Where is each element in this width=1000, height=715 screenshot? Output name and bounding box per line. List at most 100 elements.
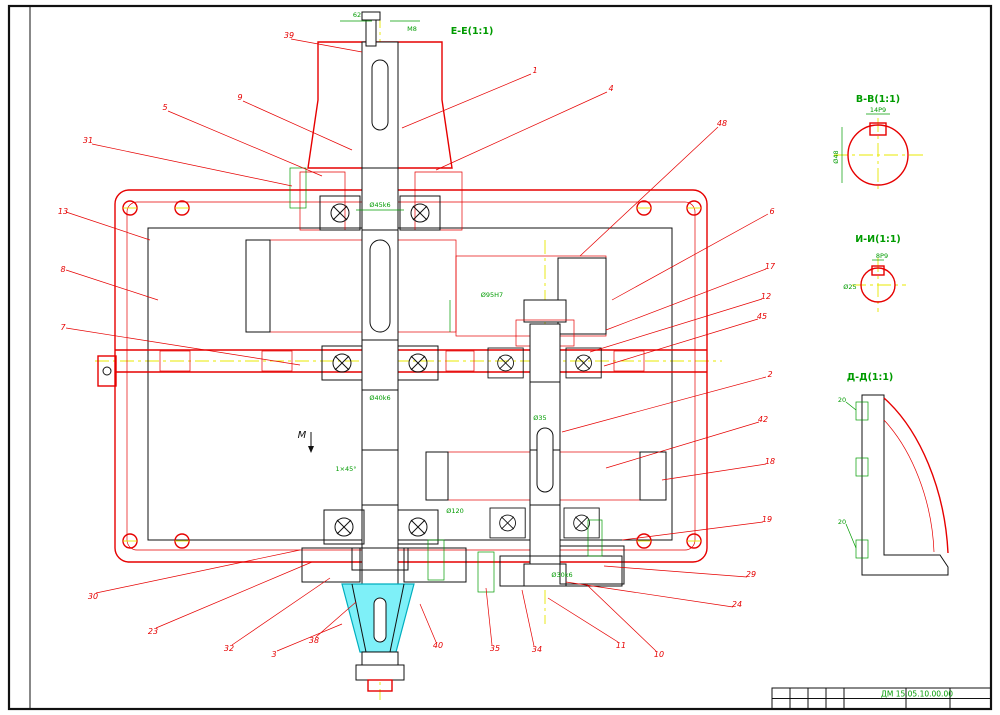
gear3-web-right bbox=[559, 451, 667, 501]
dimension-label: Ø35 bbox=[533, 414, 546, 422]
dimension-label: 62 bbox=[353, 11, 361, 19]
part-callout: 32 bbox=[224, 644, 234, 653]
keyway-slot bbox=[369, 239, 391, 333]
bearing-cover bbox=[301, 547, 361, 583]
aux-arrow-label: М bbox=[298, 430, 307, 441]
part-callout: 38 bbox=[309, 636, 319, 645]
gear1-rim-left bbox=[245, 239, 271, 333]
part-callout: 3 bbox=[271, 650, 276, 659]
sheet-frame bbox=[7, 4, 993, 711]
flange-boss bbox=[613, 350, 645, 372]
flange-boss bbox=[159, 350, 191, 372]
wall-curve-inner bbox=[883, 419, 935, 553]
part-callout: 17 bbox=[765, 262, 776, 271]
part-callout: 24 bbox=[732, 600, 742, 609]
top-bolt-head bbox=[361, 11, 381, 21]
dimension-label: М8 bbox=[407, 25, 417, 33]
bearing-housing bbox=[414, 171, 463, 231]
part-callout: 18 bbox=[765, 457, 775, 466]
shaft-end-seal bbox=[367, 679, 393, 692]
bolt-section bbox=[855, 539, 869, 559]
dimension-label: 20 bbox=[838, 518, 846, 526]
dimension-label: 8P9 bbox=[876, 252, 888, 260]
part-callout: 30 bbox=[88, 592, 98, 601]
part-callout: 8 bbox=[60, 265, 65, 274]
view-label-main: Е-Е(1:1) bbox=[451, 26, 494, 37]
detail-view-d: Д-Д(1:1) 20 20 bbox=[838, 372, 949, 576]
part-callout: 11 bbox=[616, 641, 626, 650]
part-callout: 7 bbox=[60, 323, 66, 332]
dimension-label: 14P9 bbox=[870, 106, 886, 114]
shaft-end-nut bbox=[355, 664, 405, 681]
part-callout: 5 bbox=[162, 103, 167, 112]
part-callout: 31 bbox=[83, 136, 93, 145]
part-callout: 35 bbox=[490, 644, 500, 653]
gearbox-housing bbox=[97, 189, 708, 563]
input-shaft-assembly bbox=[289, 11, 463, 589]
part-callout: 42 bbox=[758, 415, 768, 424]
view-label-d: Д-Д(1:1) bbox=[847, 372, 894, 383]
part-callout: 29 bbox=[746, 570, 756, 579]
side-boss bbox=[97, 355, 117, 387]
part-callout: 45 bbox=[757, 312, 767, 321]
part-callout: 1 bbox=[532, 66, 537, 75]
part-callout: 10 bbox=[654, 650, 664, 659]
bearing-cover bbox=[403, 547, 467, 583]
bottom-covers bbox=[301, 519, 625, 593]
gear1-web-left bbox=[245, 239, 363, 333]
dimension-label: 20 bbox=[838, 396, 846, 404]
dimension-label: Ø120 bbox=[446, 507, 464, 515]
dimension-label: Ø30k6 bbox=[551, 571, 572, 579]
lock-nut bbox=[351, 547, 409, 571]
part-callout: 6 bbox=[769, 207, 774, 216]
part-callout: 40 bbox=[433, 641, 443, 650]
detail-view-i: И-И(1:1) 8P9 Ø25 bbox=[843, 234, 901, 303]
view-label-i: И-И(1:1) bbox=[855, 234, 901, 245]
title-block: ДМ 15.05.10.00.00 bbox=[771, 687, 992, 710]
top-bolt-shank bbox=[365, 19, 377, 47]
gear3-web-left bbox=[425, 451, 531, 501]
aux-view-arrow: М bbox=[298, 430, 314, 453]
title-block-doc-number: ДМ 15.05.10.00.00 bbox=[881, 690, 953, 699]
flange-boss bbox=[445, 350, 475, 372]
leader-lines bbox=[65, 38, 769, 652]
gears bbox=[245, 239, 667, 501]
input-tower bbox=[307, 41, 453, 169]
part-callout: 13 bbox=[58, 207, 68, 216]
dimension-label: 1×45° bbox=[335, 465, 356, 473]
lay-shaft-assembly bbox=[515, 299, 575, 587]
detail-view-b: В-В(1:1) 14P9 Ø48 bbox=[832, 94, 909, 186]
shaft2-top-step bbox=[523, 299, 567, 323]
dimension-label: Ø25 bbox=[843, 283, 856, 291]
gland-bushing bbox=[587, 519, 603, 557]
wall-curve-outer bbox=[883, 397, 949, 554]
part-callout: 34 bbox=[532, 645, 542, 654]
gland-bushing bbox=[427, 539, 445, 581]
part-callout: 4 bbox=[608, 84, 613, 93]
part-callouts: 13 8 7 31 5 9 39 1 4 48 6 17 12 45 2 42 … bbox=[58, 31, 776, 659]
shaft-cross-section bbox=[860, 267, 896, 303]
gear1-web-right bbox=[397, 239, 457, 333]
gland-bushing bbox=[289, 167, 307, 209]
keyway-slot bbox=[536, 427, 554, 493]
part-callout: 12 bbox=[761, 292, 771, 301]
part-callout: 23 bbox=[148, 627, 158, 636]
bolt-section bbox=[855, 401, 869, 421]
dimension-label: Ø48 bbox=[832, 150, 840, 163]
flange-bolt-holes bbox=[122, 200, 702, 549]
dimension-label: Ø45k6 bbox=[369, 201, 390, 209]
cover-plate bbox=[499, 555, 623, 587]
bolt-section bbox=[855, 457, 869, 477]
shaft-end-washer bbox=[361, 651, 399, 666]
gear3-rim-right bbox=[639, 451, 667, 501]
flange-boss bbox=[261, 350, 293, 372]
keyway-slot bbox=[373, 597, 387, 643]
part-callout: 2 bbox=[767, 370, 772, 379]
shaft-cross-section bbox=[847, 124, 909, 186]
keyway-cut bbox=[869, 122, 887, 136]
dimension-label: Ø95H7 bbox=[481, 291, 503, 299]
keyway-slot bbox=[371, 59, 389, 131]
wall-section bbox=[861, 394, 949, 576]
